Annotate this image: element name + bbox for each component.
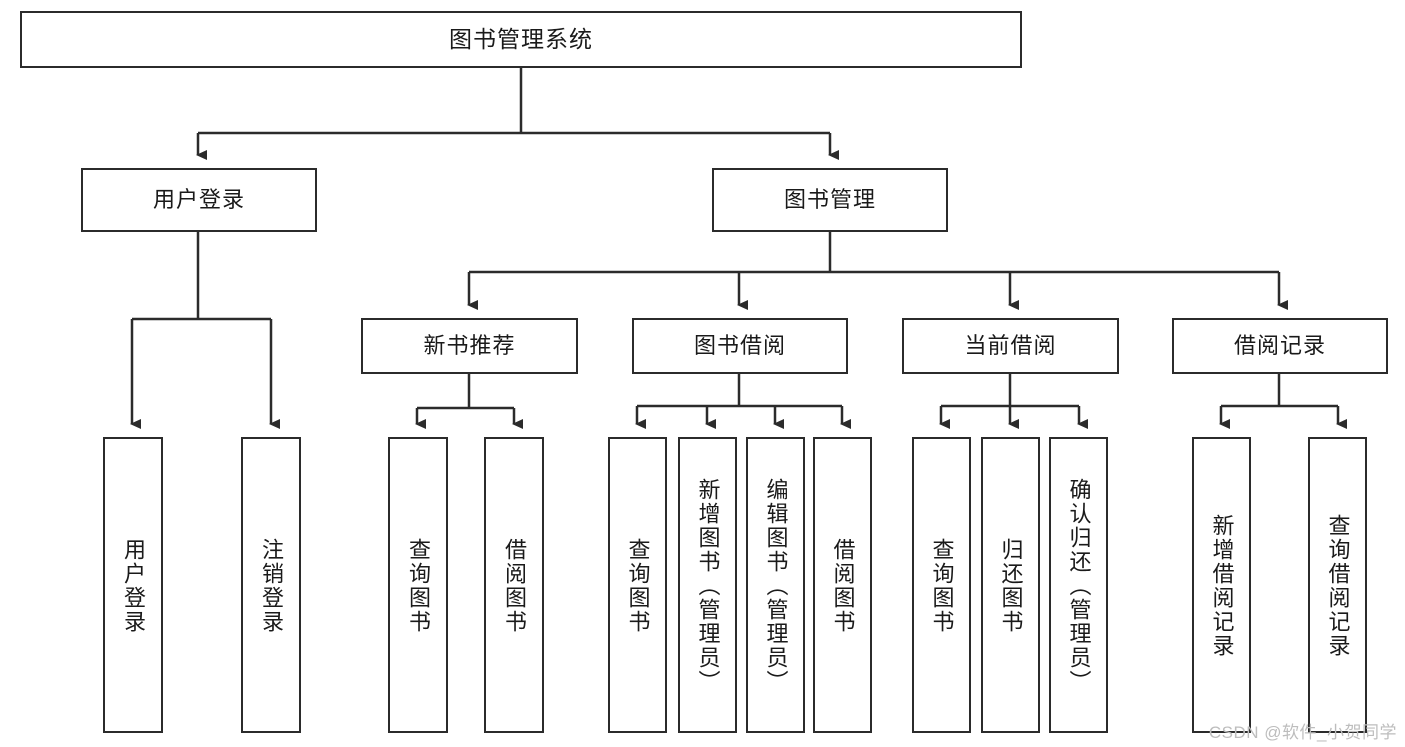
node-label: 图书借阅 (693, 332, 786, 358)
node-label: 编辑图书（管理员） (763, 478, 789, 694)
node-label: 借阅记录 (1233, 332, 1326, 358)
node-leaf-edit-book[interactable]: 编辑图书（管理员） (746, 437, 805, 733)
node-label: 新增借阅记录 (1209, 514, 1235, 658)
node-label: 图书管理 (783, 186, 876, 212)
node-borrow-record[interactable]: 借阅记录 (1172, 318, 1388, 374)
node-leaf-query-book-2[interactable]: 查询图书 (608, 437, 667, 733)
node-label: 查询图书 (625, 538, 651, 634)
node-label: 确认归还（管理员） (1066, 478, 1092, 694)
node-label: 查询图书 (929, 538, 955, 634)
node-root-book-management-system[interactable]: 图书管理系统 (20, 11, 1022, 68)
node-leaf-query-record[interactable]: 查询借阅记录 (1308, 437, 1367, 733)
node-leaf-add-book[interactable]: 新增图书（管理员） (678, 437, 737, 733)
node-label: 图书管理系统 (449, 25, 593, 52)
node-leaf-add-record[interactable]: 新增借阅记录 (1192, 437, 1251, 733)
node-label: 新书推荐 (423, 332, 516, 358)
node-leaf-user-login[interactable]: 用户登录 (103, 437, 163, 733)
node-label: 当前借阅 (964, 332, 1057, 358)
node-current-borrow[interactable]: 当前借阅 (902, 318, 1119, 374)
node-leaf-borrow-book-1[interactable]: 借阅图书 (484, 437, 544, 733)
node-label: 借阅图书 (830, 538, 856, 634)
csdn-watermark: CSDN @软件_小贺同学 (1208, 723, 1397, 742)
node-leaf-query-book-1[interactable]: 查询图书 (388, 437, 448, 733)
node-leaf-query-book-3[interactable]: 查询图书 (912, 437, 971, 733)
node-new-book-recommend[interactable]: 新书推荐 (361, 318, 578, 374)
node-leaf-return-book[interactable]: 归还图书 (981, 437, 1040, 733)
node-leaf-confirm-return[interactable]: 确认归还（管理员） (1049, 437, 1108, 733)
node-leaf-user-logout[interactable]: 注销登录 (241, 437, 301, 733)
node-book-management[interactable]: 图书管理 (712, 168, 948, 232)
node-label: 查询借阅记录 (1325, 514, 1351, 658)
node-user-login[interactable]: 用户登录 (81, 168, 317, 232)
node-leaf-borrow-book-2[interactable]: 借阅图书 (813, 437, 872, 733)
node-label: 用户登录 (120, 538, 146, 634)
node-label: 借阅图书 (501, 538, 527, 634)
node-label: 归还图书 (998, 538, 1024, 634)
node-label: 用户登录 (152, 186, 245, 212)
node-label: 新增图书（管理员） (695, 478, 721, 694)
node-label: 查询图书 (405, 538, 431, 634)
node-label: 注销登录 (258, 538, 284, 634)
node-book-borrow[interactable]: 图书借阅 (632, 318, 848, 374)
